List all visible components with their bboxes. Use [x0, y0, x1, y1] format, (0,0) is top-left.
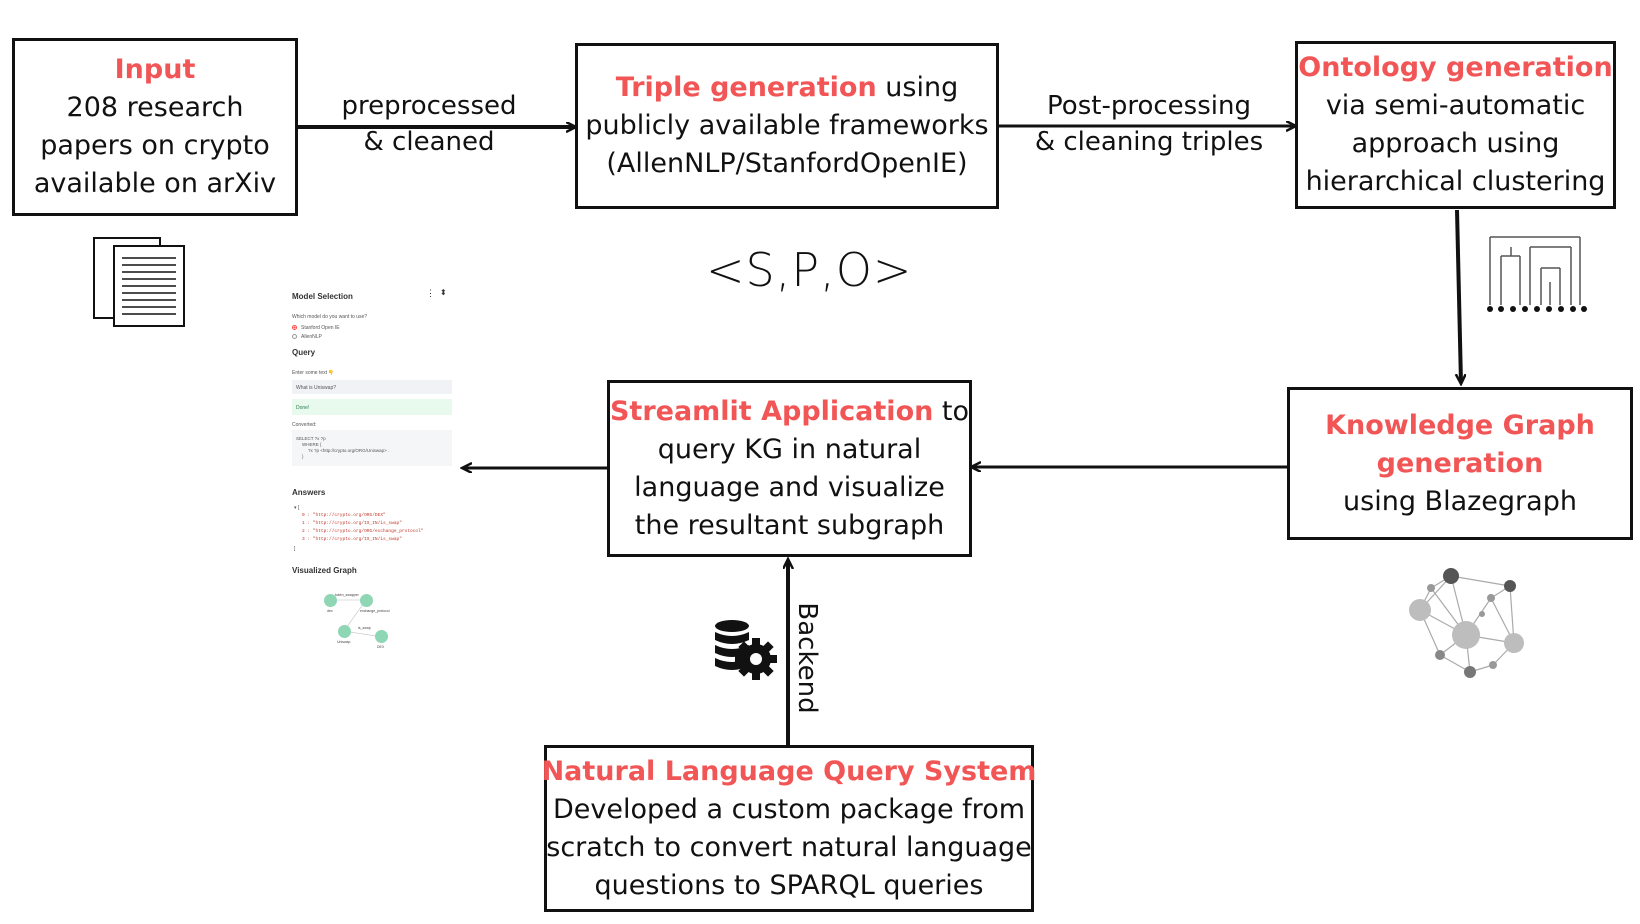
edge-label-preprocessed-1: preprocessed — [341, 91, 517, 121]
edge-label-backend: Backend — [792, 602, 822, 714]
streamlit-title-line: Streamlit Application to — [610, 393, 969, 431]
st-enter-text: Enter some text 👇 — [292, 370, 335, 376]
input-title: Input — [114, 54, 196, 85]
input-line-2: papers on crypto — [40, 130, 270, 161]
ontology-generation-node: Ontology generation via semi-automatic a… — [1295, 41, 1616, 209]
st-model-selection: Model Selection — [292, 292, 353, 301]
st-graph-node-0 — [324, 594, 337, 607]
st-graph-label-3: Uniswap — [337, 640, 351, 644]
st-answer-0: 0 : "http://crypto.org/ORG/DEX" — [302, 513, 386, 518]
kg-title-2: generation — [1376, 447, 1544, 479]
triple-title-suffix: using — [876, 72, 959, 103]
input-node: Input 208 research papers on crypto avai… — [12, 38, 298, 216]
triple-line-2: (AllenNLP/StanfordOpenIE) — [606, 148, 968, 179]
st-graph-node-3 — [375, 630, 388, 643]
ontology-line-3: hierarchical clustering — [1305, 166, 1606, 197]
ontology-line-2: approach using — [1351, 128, 1560, 159]
triple-title-line: Triple generation using — [616, 69, 958, 107]
st-query-input[interactable] — [292, 380, 452, 394]
edge-label-preprocessed-2: & cleaned — [363, 127, 495, 157]
streamlit-title: Streamlit Application — [609, 395, 934, 427]
st-sparql-line-3: ?x ?p <http://crypto.org/ORG/Uniswap> . — [308, 448, 390, 453]
nlq-line-3: questions to SPARQL queries — [594, 869, 984, 901]
database-gear-icon — [715, 620, 777, 680]
st-graph-label-2: exchange_protocol — [360, 609, 390, 613]
st-option-stanford: Stanford Open IE — [301, 325, 340, 331]
streamlit-app-screenshot: Model Selection ⋮ ⬍ Which model do you w… — [280, 280, 458, 658]
st-status-text: Done! — [296, 405, 310, 411]
nlq-line-2: scratch to convert natural language — [546, 831, 1032, 863]
st-menu-icon: ⋮ — [426, 288, 435, 298]
st-sparql-line-4: } — [302, 454, 304, 459]
st-graph-node-1 — [360, 594, 373, 607]
spo-triple-label: <S,P,O> — [706, 243, 913, 297]
st-answers-heading: Answers — [292, 488, 326, 497]
streamlit-application-node: Streamlit Application to query KG in nat… — [607, 380, 972, 557]
input-line-3: available on arXiv — [33, 168, 277, 199]
st-graph-label-0: token_swapper — [335, 593, 359, 597]
st-graph-heading: Visualized Graph — [292, 566, 357, 575]
st-query-heading: Query — [292, 348, 316, 357]
st-answer-3: 3 : "http://crypto.org/IS_IN/is_swap" — [302, 537, 402, 542]
streamlit-line-1: query KG in natural — [657, 433, 922, 465]
st-sparql-line-2: WHERE { — [302, 442, 322, 447]
arrow-ontology-to-kg — [1457, 209, 1461, 383]
st-answers-bracket: ▾ [ — [294, 505, 300, 511]
network-graph-icon — [1409, 568, 1524, 678]
streamlit-line-2: language and visualize — [634, 471, 945, 503]
triple-title: Triple generation — [615, 72, 877, 103]
ontology-line-1: via semi-automatic — [1325, 90, 1586, 121]
st-radio-stanford[interactable] — [292, 325, 297, 330]
st-answer-1: 1 : "http://crypto.org/IS_IN/is_swap" — [302, 521, 402, 526]
edge-label-preprocessed: preprocessed & cleaned — [318, 88, 540, 160]
st-graph-label-4: is_swap — [358, 626, 371, 630]
st-pin-icon: ⬍ — [440, 288, 447, 297]
st-answers-close: ] — [294, 546, 296, 552]
kg-title-1: Knowledge Graph — [1325, 409, 1595, 441]
nl-query-system-node: Natural Language Query System Developed … — [541, 745, 1037, 912]
st-graph-label-1: dex — [327, 609, 333, 613]
st-model-question: Which model do you want to use? — [292, 314, 368, 320]
st-sparql-line-1: SELECT ?x ?p — [296, 436, 326, 441]
st-status-box — [292, 399, 452, 415]
st-query-value: What is Uniswap? — [296, 385, 337, 391]
st-converted-label: Converted: — [292, 422, 317, 428]
knowledge-graph-node: Knowledge Graph generation using Blazegr… — [1287, 387, 1633, 540]
ontology-title: Ontology generation — [1298, 52, 1613, 83]
streamlit-title-suffix: to — [933, 395, 970, 427]
triple-generation-node: Triple generation using publicly availab… — [575, 43, 999, 209]
triple-line-1: publicly available frameworks — [585, 110, 989, 141]
nlq-title: Natural Language Query System — [541, 755, 1037, 787]
nlq-line-1: Developed a custom package from — [552, 793, 1026, 825]
input-line-1: 208 research — [66, 92, 244, 123]
edge-label-postprocessing-2: & cleaning triples — [1034, 127, 1264, 157]
kg-line-1: using Blazegraph — [1343, 485, 1577, 517]
edge-label-postprocessing: Post-processing & cleaning triples — [1018, 88, 1280, 160]
st-radio-allennlp[interactable] — [292, 334, 297, 339]
streamlit-line-3: the resultant subgraph — [634, 509, 945, 541]
st-graph-node-2 — [338, 625, 351, 638]
edge-label-postprocessing-1: Post-processing — [1047, 91, 1251, 121]
st-answer-2: 2 : "http://crypto.org/ORG/exchange_prot… — [302, 529, 424, 534]
st-graph-label-5: DEX — [377, 645, 385, 649]
st-sparql-code — [292, 430, 452, 466]
st-option-allennlp: AllenNLP — [301, 334, 322, 340]
documents-icon — [93, 237, 185, 327]
dendrogram-icon — [1487, 236, 1587, 312]
